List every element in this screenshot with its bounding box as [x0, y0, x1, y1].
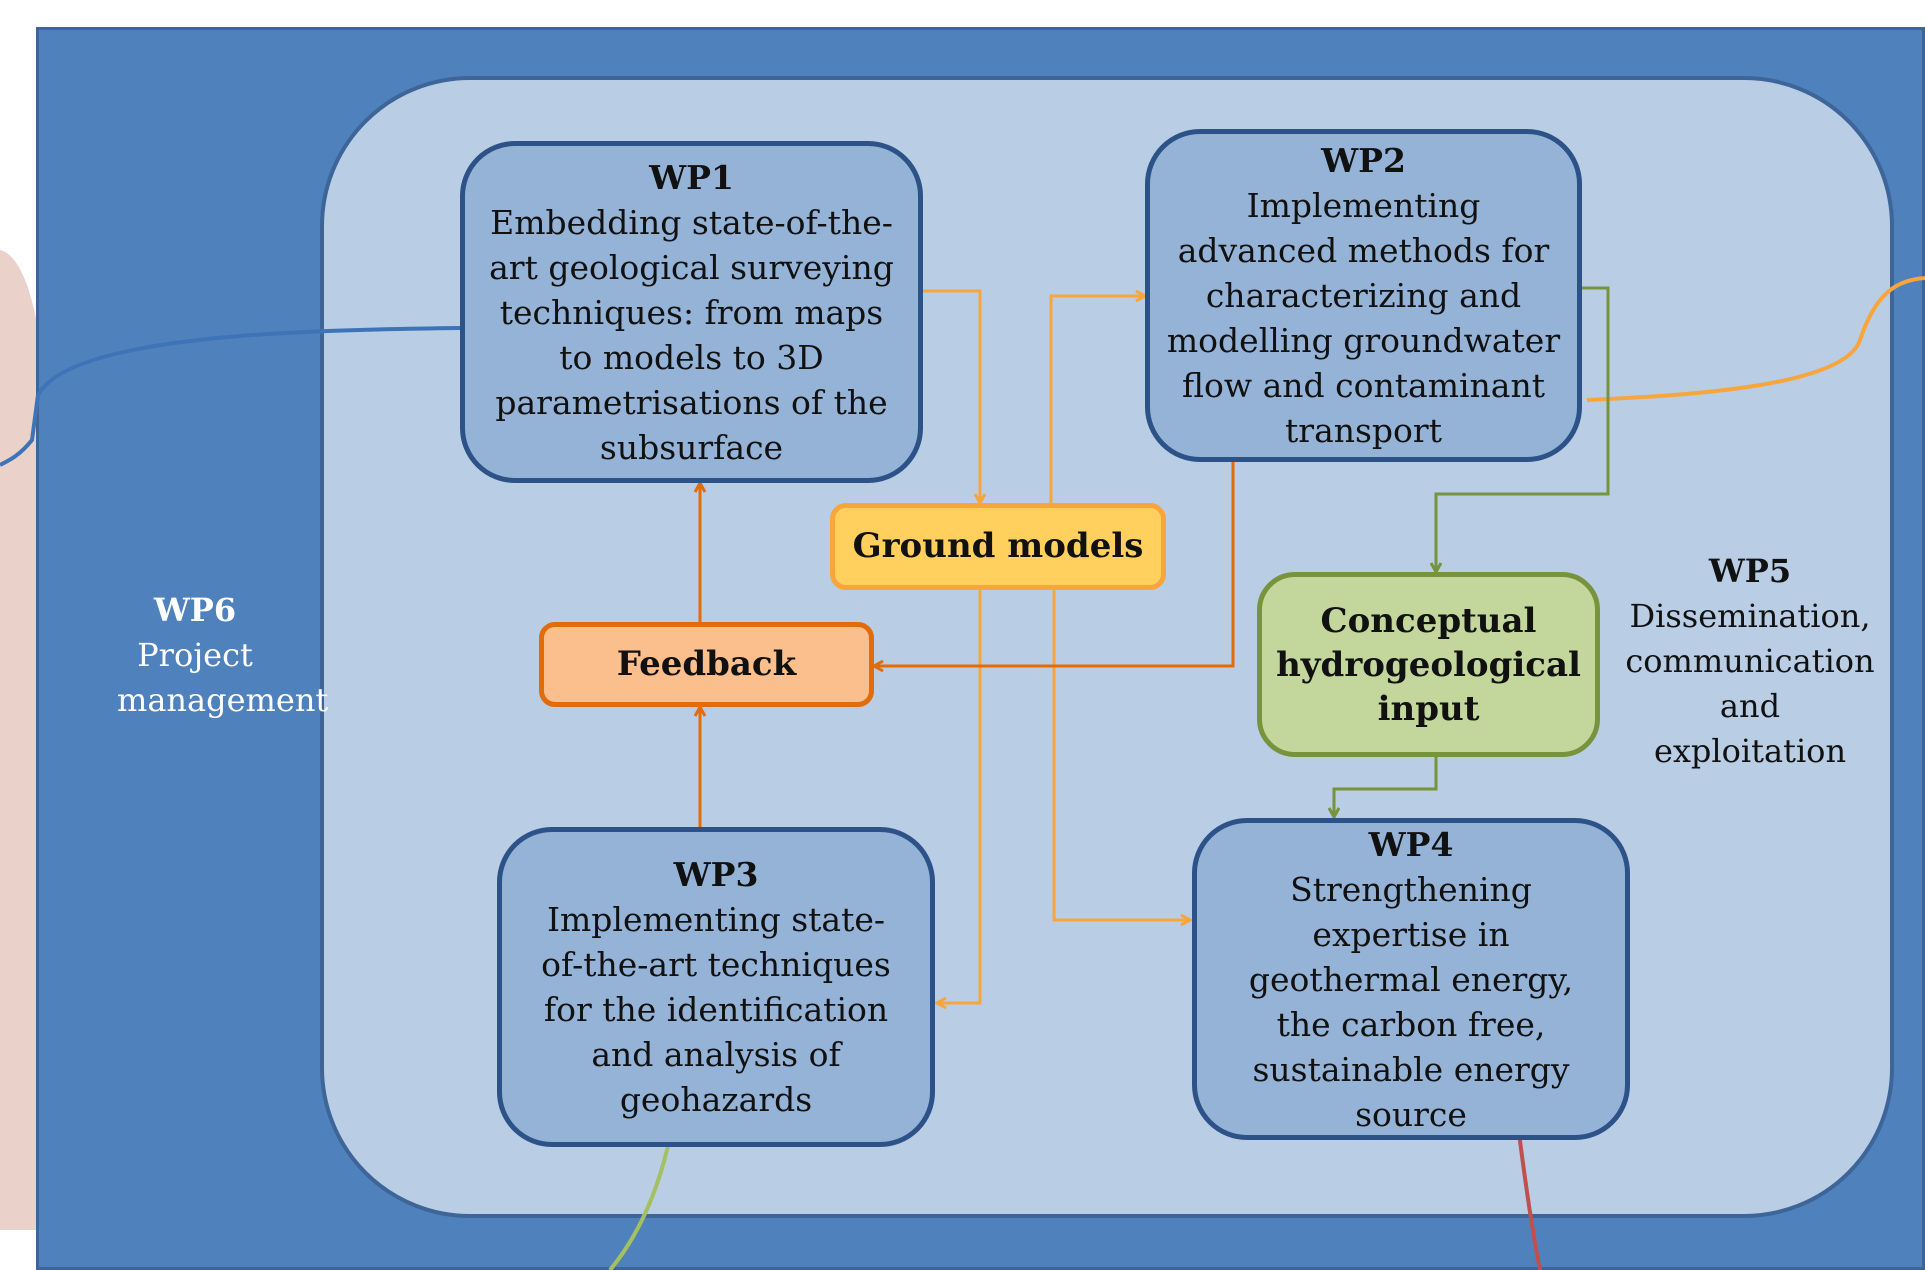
arrow-ground-models-to-wp4 [1052, 590, 1190, 920]
wp3-description: Implementing state-of-the-art techniques… [541, 900, 891, 1119]
wp4-description: Strengthening expertise in geothermal en… [1248, 869, 1574, 1134]
wp5-description: Dissemination, communication and exploit… [1625, 597, 1875, 770]
wp1-description: Embedding state-of-the-art geological su… [489, 202, 894, 467]
wp5-label: WP5 Dissemination, communication and exp… [1605, 549, 1895, 774]
wp2-title: WP2 [1321, 141, 1406, 180]
wp3-box: WP3 Implementing state-of-the-art techni… [497, 827, 935, 1147]
feedback-box: Feedback [539, 622, 874, 707]
wp1-box: WP1 Embedding state-of-the-art geologica… [460, 141, 923, 483]
arrow-wp1-to-ground-models [923, 289, 980, 503]
wp6-title: WP6 [153, 591, 237, 629]
external-curve-bottom-left [608, 1145, 670, 1270]
arrow-wp2-to-conceptual [1436, 286, 1610, 572]
external-curve-left [0, 326, 461, 467]
conceptual-input-box: Conceptual hydrogeological input [1257, 572, 1600, 757]
arrow-ground-models-to-wp2 [1049, 296, 1145, 503]
wp3-title: WP3 [673, 855, 759, 894]
ground-models-box: Ground models [830, 503, 1166, 590]
wp2-description: Implementing advanced methods for charac… [1166, 186, 1561, 450]
arrow-wp2-to-feedback [874, 462, 1235, 666]
wp6-label: WP6 Project management [85, 588, 329, 723]
wp6-description: Project management [117, 636, 329, 719]
wp2-box: WP2 Implementing advanced methods for ch… [1145, 129, 1582, 462]
external-curve-right [1586, 276, 1925, 402]
arrow-ground-models-to-wp3 [937, 590, 982, 1003]
wp5-title: WP5 [1708, 552, 1792, 590]
arrow-conceptual-to-wp4 [1334, 757, 1438, 817]
wp1-title: WP1 [649, 157, 734, 197]
external-curve-bottom-right [1517, 1132, 1542, 1270]
wp4-box: WP4 Strengthening expertise in geotherma… [1192, 818, 1630, 1140]
wp4-title: WP4 [1368, 824, 1454, 864]
